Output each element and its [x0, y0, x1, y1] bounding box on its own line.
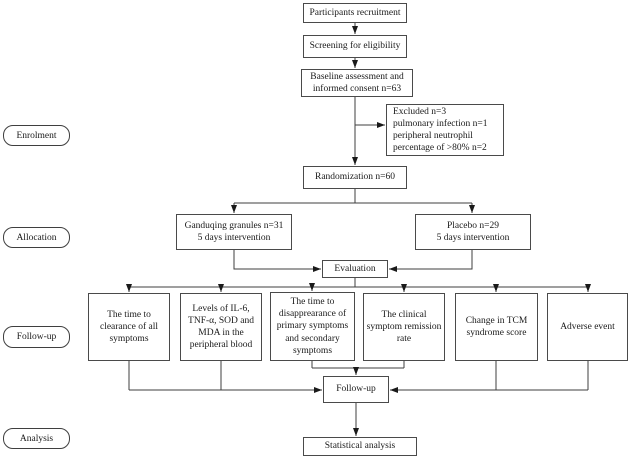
node-outcome-time-to-clearance: The time to clearance of all symptoms: [88, 293, 170, 361]
node-randomization: Randomization n=60: [303, 166, 407, 189]
line-evaluation-distributor: [129, 278, 588, 288]
stage-label-analysis: Analysis: [3, 428, 70, 449]
stage-label-allocation: Allocation: [3, 227, 70, 248]
node-outcome-blood-levels: Levels of IL-6, TNF-α, SOD and MDA in th…: [180, 293, 262, 361]
node-follow-up: Follow-up: [323, 376, 389, 403]
node-excluded: Excluded n=3 pulmonary infection n=1 per…: [386, 104, 504, 156]
stage-label-follow-up: Follow-up: [3, 326, 70, 348]
line-outcome34-bracket: [311, 361, 405, 369]
node-outcome-adverse-event: Adverse event: [547, 293, 628, 361]
node-participants-recruitment: Participants recruitment: [303, 3, 407, 23]
node-screening-eligibility: Screening for eligibility: [303, 35, 407, 58]
arrow-treatment-evaluation: [233, 250, 321, 272]
line-randomization-split: [234, 189, 472, 204]
arrow-placebo-evaluation: [389, 250, 473, 272]
node-placebo: Placebo n=29 5 days intervention: [415, 214, 531, 250]
node-evaluation: Evaluation: [322, 260, 388, 278]
node-baseline-assessment: Baseline assessment and informed consent…: [301, 69, 413, 97]
node-outcome-remission-rate: The clinical symptom remission rate: [363, 293, 445, 361]
node-statistical-analysis: Statistical analysis: [303, 437, 417, 456]
node-outcome-symptom-disappearance: The time to disapprearance of primary sy…: [270, 292, 355, 361]
node-ganduqing-granules: Ganduqing granules n=31 5 days intervent…: [176, 214, 292, 250]
stage-label-enrolment: Enrolment: [3, 125, 70, 146]
node-outcome-tcm-score: Change in TCM syndrome score: [455, 293, 538, 361]
